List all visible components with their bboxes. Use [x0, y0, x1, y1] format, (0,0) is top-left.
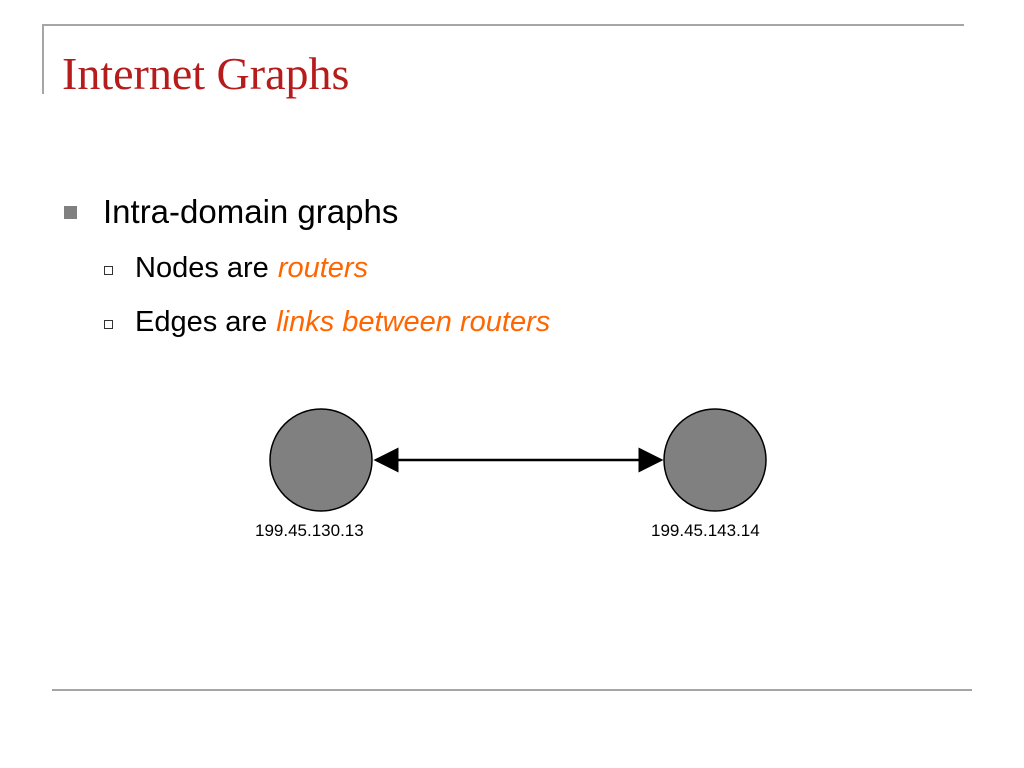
router-a-ip-label: 199.45.130.13: [255, 521, 364, 540]
sub-bullet-prefix: Edges are: [135, 306, 268, 338]
sub-bullet-nodes: Nodes are routers: [104, 248, 368, 288]
router-node-b: [663, 408, 767, 512]
sub-bullet-edges: Edges are links between routers: [104, 302, 550, 342]
slide-title: Internet Graphs: [62, 48, 350, 99]
bullet-text: Intra-domain graphs: [103, 193, 399, 230]
sub-bullet-emphasis: links between routers: [276, 306, 551, 338]
hollow-square-bullet-icon: [104, 265, 113, 275]
square-bullet-icon: [64, 205, 77, 219]
frame-top-rule: [42, 24, 964, 26]
router-b-ip-label: 199.45.143.14: [651, 521, 760, 540]
frame-left-rule: [42, 24, 44, 94]
sub-bullet-prefix: Nodes are: [135, 252, 269, 284]
hollow-square-bullet-icon: [104, 319, 113, 329]
bullet-intra-domain: Intra-domain graphs: [62, 190, 398, 234]
sub-bullet-emphasis: routers: [277, 252, 369, 284]
footer-rule: [52, 689, 972, 691]
router-node-a: [269, 408, 373, 512]
